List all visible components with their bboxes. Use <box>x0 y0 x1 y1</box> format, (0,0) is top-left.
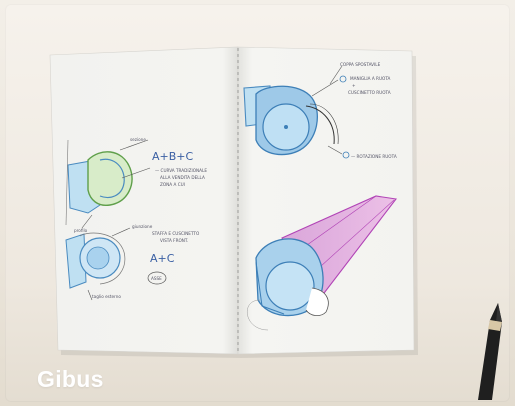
brand-logo-text: Gibus <box>37 366 104 393</box>
